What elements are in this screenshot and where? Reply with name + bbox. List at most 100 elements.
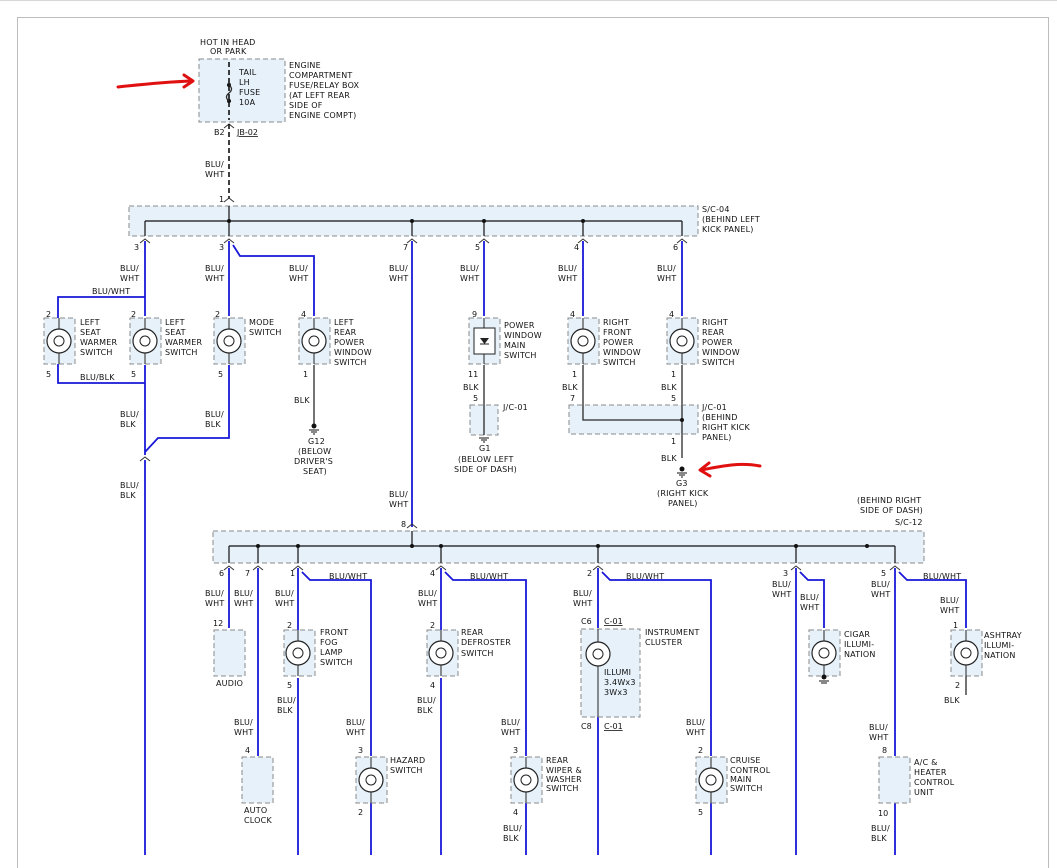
splice-top-label-3: KICK PANEL) [702, 225, 754, 234]
lrpw-label-2: REAR [334, 328, 357, 337]
rfpw-label-3: POWER [603, 338, 634, 347]
ac-out-label-b: BLK [871, 834, 887, 843]
fuse-box-label-5: SIDE OF [289, 101, 323, 110]
row1-wire-label-2a: BLU/ [205, 264, 224, 273]
annotation-arrowhead-fuse [182, 73, 195, 89]
g3-ground-icon [677, 466, 687, 478]
clock-wire-label-c: BLU/ [234, 718, 253, 727]
rfpw-pin-top: 4 [570, 310, 575, 319]
ac-label-3: CONTROL [914, 778, 955, 787]
lsw-a-label-3: WARMER [80, 338, 117, 347]
lrpw-ground-wire-label: BLK [294, 396, 310, 405]
splice-bottom-pin-4: 4 [430, 569, 435, 578]
g1-label-1: (BELOW LEFT [458, 455, 514, 464]
audio-wire-label-b: WHT [205, 599, 224, 608]
splice-top-pin-2: 3 [219, 243, 224, 252]
rrpw-label-1: RIGHT [702, 318, 728, 327]
g3-label-1: (RIGHT KICK [657, 489, 709, 498]
mode-pin-top: 2 [215, 310, 220, 319]
cluster-bulb-icon [585, 641, 611, 667]
jc-right-pin-1: 1 [671, 437, 676, 446]
wiper-out-label-a: BLU/ [503, 824, 522, 833]
page-top-border [0, 0, 1057, 1]
cluster-wire-label-a: BLU/ [573, 589, 592, 598]
splice-top-in-pin: 1 [219, 195, 224, 204]
jc-right-label-2: (BEHIND [702, 413, 738, 422]
ac-pin-top: 8 [882, 746, 887, 755]
lsw-b-label-4: SWITCH [165, 348, 198, 357]
fuse-hot-label-2: OR PARK [210, 47, 247, 56]
row1-wire-label-1b: WHT [120, 274, 139, 283]
cluster-inner-1: ILLUMI [604, 668, 631, 677]
hazard-pin-bottom: 2 [358, 808, 363, 817]
cigar-trunk-label-a: BLU/ [772, 580, 791, 589]
ac-heater-control-unit [878, 756, 911, 804]
defroster-out-label-b: BLK [417, 706, 433, 715]
left-seat-warmer-switch-b [129, 317, 162, 365]
fuse-connector: JB-02 [236, 128, 258, 137]
wiper-pin-bottom: 4 [513, 808, 518, 817]
splice-bottom-label-1: (BEHIND RIGHT [857, 496, 921, 505]
cruise-control-main-switch [695, 756, 728, 804]
jc-right-pin-5: 5 [671, 394, 676, 403]
splice-bottom-in-pin: 8 [401, 520, 406, 529]
wiper-wire-label-b: WHT [501, 728, 520, 737]
fuse-name-2: LH [239, 78, 250, 87]
splice-bottom-pin-6: 6 [219, 569, 224, 578]
jc-right-label-3: RIGHT KICK [702, 423, 751, 432]
defroster-wiper-wire-label: BLU/WHT [470, 572, 508, 581]
lsw-a-label-2: SEAT [80, 328, 101, 337]
jc-right-pin-7: 7 [570, 394, 575, 403]
clock-wire-label-d: WHT [234, 728, 253, 737]
cigar-trunk-label-b: WHT [772, 590, 791, 599]
lsw-out-label-1b: BLK [120, 420, 136, 429]
cluster-pin-bottom: C8 [581, 722, 592, 731]
cluster-label-1: INSTRUMENT [645, 628, 700, 637]
lsw-a-pin-top: 2 [46, 310, 51, 319]
rrpw-pin-bottom: 1 [671, 370, 676, 379]
splice-top-pin-1: 3 [134, 243, 139, 252]
ashtray-pin-top: 1 [953, 621, 958, 630]
splice-bottom-label-2: SIDE OF DASH) [860, 506, 923, 515]
lsw-a-label-1: LEFT [80, 318, 100, 327]
jc-right-label-1: J/C-01 [701, 403, 727, 412]
g12-label-2: DRIVER'S [294, 457, 333, 466]
fog-label-3: LAMP [320, 648, 343, 657]
defroster-label-2: DEFROSTER [461, 638, 511, 647]
cigar-wire-label-a: BLU/ [800, 593, 819, 602]
g1-name: G1 [479, 444, 491, 453]
audio-unit [213, 629, 246, 677]
lsw-b-pin-bottom: 5 [131, 370, 136, 379]
fog-label-4: SWITCH [320, 658, 353, 667]
g12-ground-icon [309, 423, 319, 435]
splice-top-pin-4: 5 [475, 243, 480, 252]
wiper-wire-label-a: BLU/ [501, 718, 520, 727]
defroster-wire-label-a: BLU/ [418, 589, 437, 598]
rrpw-ground-wire-label: BLK [661, 383, 677, 392]
rear-wiper-washer-switch [510, 756, 543, 804]
g3-wire-label: BLK [661, 454, 677, 463]
fog-label-2: FOG [320, 638, 338, 647]
rrpw-pin-top: 4 [669, 310, 674, 319]
rrpw-label-4: WINDOW [702, 348, 740, 357]
cruise-pin-bottom: 5 [698, 808, 703, 817]
cluster-inner-3: 3Wx3 [604, 688, 628, 697]
rfpw-label-2: FRONT [603, 328, 631, 337]
rear-defroster-switch [426, 629, 459, 677]
splice-bottom-feed-label-a: BLU/ [389, 490, 408, 499]
ashtray-label-1: ASHTRAY [984, 631, 1022, 640]
splice-bottom-feed-label-b: WHT [389, 500, 408, 509]
lrpw-pin-top: 4 [301, 310, 306, 319]
pwm-ground-wire-label: BLK [463, 383, 479, 392]
jc-right-node [680, 418, 684, 422]
row1-wire-label-1a: BLU/ [120, 264, 139, 273]
g3-name: G3 [676, 479, 688, 488]
row1-wire-label-6b: WHT [558, 274, 577, 283]
defroster-pin-bottom: 4 [430, 681, 435, 690]
cruise-label-2: CONTROL [730, 766, 771, 775]
audio-pin: 12 [213, 619, 223, 628]
cluster-connector-bottom: C-01 [604, 722, 623, 731]
cluster-cruise-wire-label: BLU/WHT [626, 572, 664, 581]
rrpw-label-3: POWER [702, 338, 733, 347]
rfpw-ground-wire-label: BLK [562, 383, 578, 392]
